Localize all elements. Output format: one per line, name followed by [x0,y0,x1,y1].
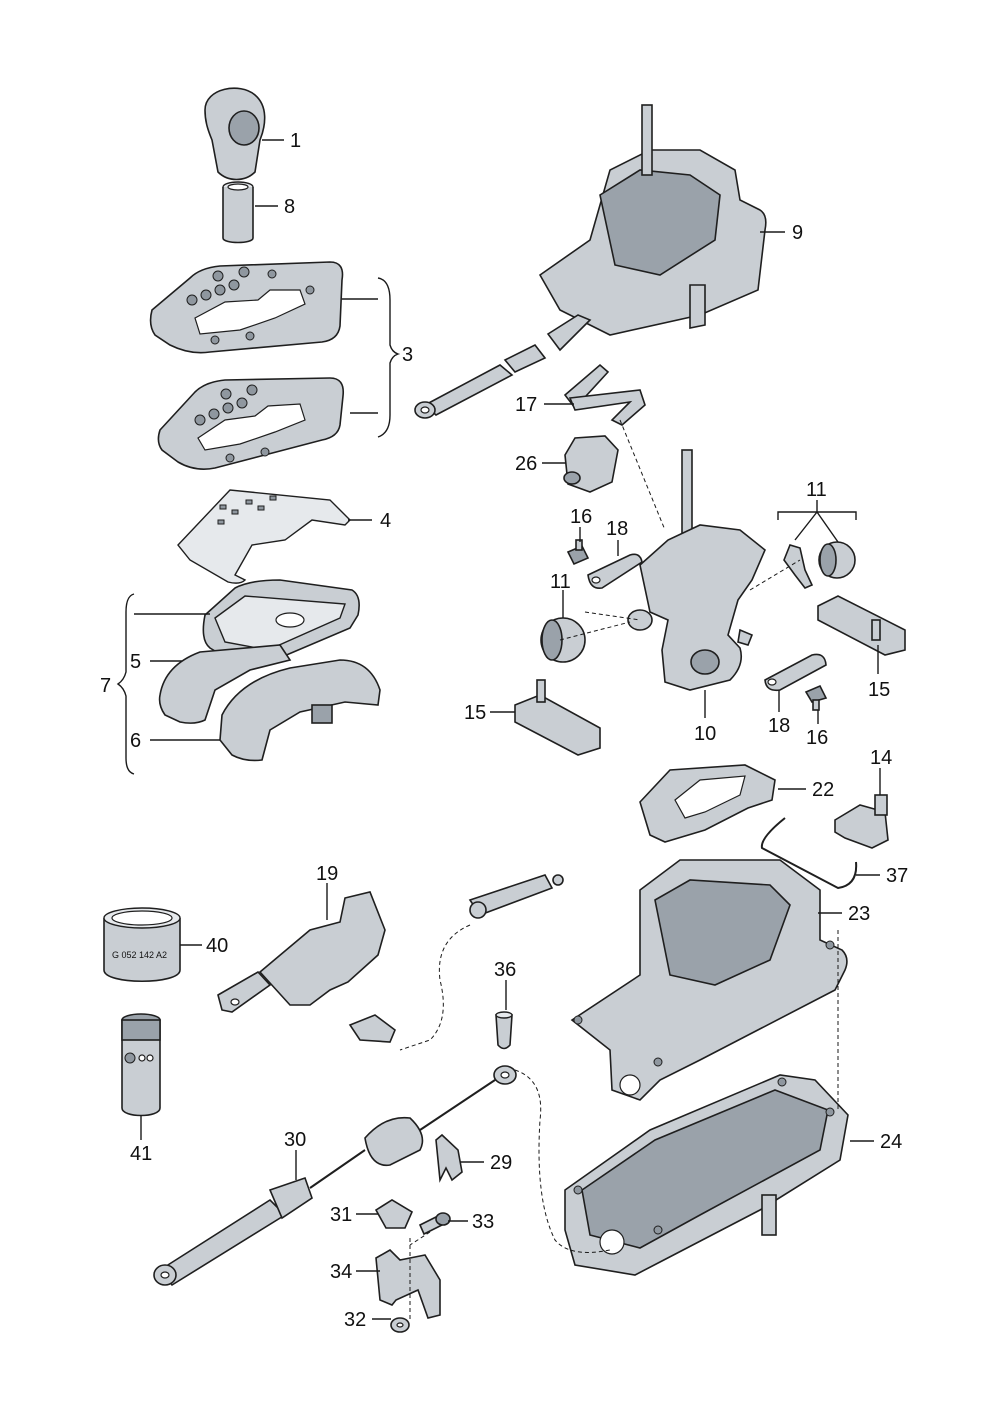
callout-36: 36 [494,959,516,981]
callout-31: 31 [330,1204,352,1226]
can-label: G 052 142 A2 [112,950,167,960]
bracket-part-14[interactable] [834,794,889,849]
bracket-part-31[interactable] [374,1199,414,1229]
grease-tube-part-41[interactable] [121,1013,161,1117]
cable-route-19 [399,924,471,1051]
callout-3: 3 [402,344,413,366]
callout-14: 14 [870,747,892,769]
callout-26: 26 [515,453,537,475]
grease-can-part-40[interactable]: G 052 142 A2 [103,907,181,982]
callout-15-right: 15 [868,679,890,701]
callout-19: 19 [316,863,338,885]
callout-40: 40 [206,935,228,957]
lock-cylinder-part-19[interactable] [217,891,396,1043]
cover-plate-upper-part-3[interactable] [149,261,344,354]
callout-22: 22 [812,779,834,801]
callout-33: 33 [472,1211,494,1233]
selector-housing-part-9[interactable] [538,104,767,352]
bracket-part-17[interactable] [563,363,646,426]
pin-part-36[interactable] [495,1011,513,1050]
bracket-3 [377,277,401,438]
cover-plate-lower-part-3[interactable] [157,377,345,470]
callout-8: 8 [284,196,295,218]
callout-16-top: 16 [570,506,592,528]
callout-7: 7 [100,675,111,697]
housing-part-23[interactable] [570,859,848,1101]
spring-clip-part-11[interactable] [783,544,814,589]
screw-part-16-lower[interactable] [804,684,828,711]
callout-32: 32 [344,1309,366,1331]
sensor-part-15-left[interactable] [514,679,601,756]
callout-18-top: 18 [606,518,628,540]
bolt-part-33[interactable] [418,1212,451,1236]
selector-lever-cable-part-9[interactable] [414,343,547,419]
callout-41: 41 [130,1143,152,1165]
bracket-7 [116,593,135,775]
gasket-part-4[interactable] [177,489,351,584]
bracket-part-34[interactable] [375,1249,441,1319]
cable-route-30 [514,1069,611,1253]
callout-10: 10 [694,723,716,745]
gear-roller-part-11-right[interactable] [818,541,856,579]
cable-connector-part-19[interactable] [468,874,564,919]
cover-part-22[interactable] [639,764,776,843]
indicator-insert-part-7[interactable] [202,579,360,666]
tray-part-24[interactable] [564,1074,849,1276]
callout-5: 5 [130,651,141,673]
link-part-18-upper[interactable] [587,553,643,590]
lever-mechanism-part-10[interactable] [627,449,766,691]
callout-37: 37 [886,865,908,887]
clip-part-29[interactable] [435,1133,463,1183]
callout-18-bottom: 18 [768,715,790,737]
solenoid-part-26[interactable] [563,435,619,493]
gear-knob-part-1[interactable] [204,87,266,181]
callout-17: 17 [515,394,537,416]
callout-11-left: 11 [550,571,571,593]
callout-4: 4 [380,510,391,532]
sensor-part-15-right[interactable] [817,595,906,656]
callout-23: 23 [848,903,870,925]
selector-cable-part-30[interactable] [153,1065,517,1287]
gear-roller-part-11-left[interactable] [540,617,586,663]
callout-6: 6 [130,730,141,752]
sleeve-part-8[interactable] [222,181,254,244]
bracket-11 [777,500,857,543]
callout-34: 34 [330,1261,352,1283]
guide-lines [409,419,839,1320]
guide-part-5[interactable] [158,644,292,724]
guide-part-6[interactable] [219,659,381,762]
callout-11-top: 11 [806,479,827,501]
callout-30: 30 [284,1129,306,1151]
callout-15-left: 15 [464,702,486,724]
link-part-18-lower[interactable] [764,653,827,692]
screw-part-16-upper[interactable] [566,539,590,566]
callout-1: 1 [290,130,301,152]
callout-29: 29 [490,1152,512,1174]
callout-9: 9 [792,222,803,244]
callout-16-bottom: 16 [806,727,828,749]
nut-part-32[interactable] [390,1317,410,1333]
callout-24: 24 [880,1131,902,1153]
wire-part-37[interactable] [760,817,858,890]
